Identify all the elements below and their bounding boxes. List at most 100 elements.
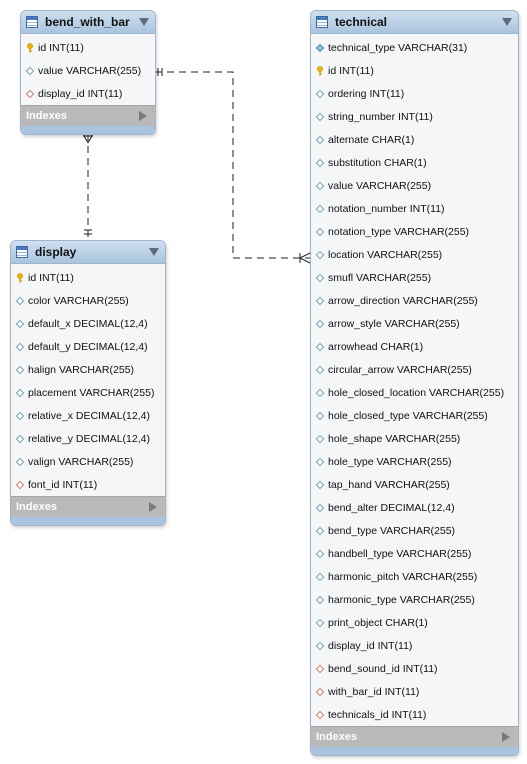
column-row[interactable]: notation_type VARCHAR(255): [311, 220, 518, 243]
table-bend-with-bar[interactable]: bend_with_bar id INT(11) value VARCHAR(25…: [20, 10, 156, 135]
column-row[interactable]: smufl VARCHAR(255): [311, 266, 518, 289]
column-diamond-icon: [315, 641, 325, 651]
column-row[interactable]: id INT(11): [21, 36, 155, 59]
column-row[interactable]: valign VARCHAR(255): [11, 450, 165, 473]
expand-arrow-icon[interactable]: [502, 732, 510, 742]
indexes-section[interactable]: Indexes: [11, 496, 165, 517]
column-label: bend_alter DECIMAL(12,4): [328, 501, 455, 514]
column-diamond-icon: [315, 296, 325, 306]
column-row[interactable]: arrow_direction VARCHAR(255): [311, 289, 518, 312]
column-label: display_id INT(11): [328, 639, 413, 652]
column-row[interactable]: tap_hand VARCHAR(255): [311, 473, 518, 496]
column-list: technical_type VARCHAR(31)id INT(11)orde…: [311, 34, 518, 726]
column-row[interactable]: color VARCHAR(255): [11, 289, 165, 312]
column-diamond-icon: [15, 319, 25, 329]
column-row[interactable]: bend_sound_id INT(11): [311, 657, 518, 680]
column-row[interactable]: hole_closed_location VARCHAR(255): [311, 381, 518, 404]
column-diamond-icon: [15, 388, 25, 398]
column-row[interactable]: harmonic_pitch VARCHAR(255): [311, 565, 518, 588]
column-label: bend_type VARCHAR(255): [328, 524, 456, 537]
column-label: hole_shape VARCHAR(255): [328, 432, 461, 445]
table-title: technical: [335, 15, 388, 29]
column-label: default_y DECIMAL(12,4): [28, 340, 148, 353]
expand-arrow-icon[interactable]: [149, 502, 157, 512]
column-label: harmonic_pitch VARCHAR(255): [328, 570, 478, 583]
column-row[interactable]: default_x DECIMAL(12,4): [11, 312, 165, 335]
column-diamond-icon: [315, 181, 325, 191]
column-row[interactable]: ordering INT(11): [311, 82, 518, 105]
column-label: id INT(11): [38, 41, 84, 54]
column-row[interactable]: harmonic_type VARCHAR(255): [311, 588, 518, 611]
column-row[interactable]: display_id INT(11): [21, 82, 155, 105]
column-label: relative_x DECIMAL(12,4): [28, 409, 150, 422]
column-row[interactable]: default_y DECIMAL(12,4): [11, 335, 165, 358]
table-technical[interactable]: technical technical_type VARCHAR(31)id I…: [310, 10, 519, 756]
column-row[interactable]: placement VARCHAR(255): [11, 381, 165, 404]
column-row[interactable]: value VARCHAR(255): [311, 174, 518, 197]
column-label: default_x DECIMAL(12,4): [28, 317, 148, 330]
column-row[interactable]: substitution CHAR(1): [311, 151, 518, 174]
column-list: id INT(11) value VARCHAR(255)display_id I…: [21, 34, 155, 105]
column-row[interactable]: value VARCHAR(255): [21, 59, 155, 82]
column-label: with_bar_id INT(11): [328, 685, 420, 698]
indexes-label: Indexes: [26, 110, 67, 122]
foreign-key-diamond-icon: [315, 710, 325, 720]
column-diamond-icon: [25, 66, 35, 76]
column-diamond-icon: [15, 342, 25, 352]
indexes-section[interactable]: Indexes: [21, 105, 155, 126]
column-row[interactable]: notation_number INT(11): [311, 197, 518, 220]
table-header[interactable]: display: [11, 241, 165, 264]
column-row[interactable]: technical_type VARCHAR(31): [311, 36, 518, 59]
column-row[interactable]: hole_shape VARCHAR(255): [311, 427, 518, 450]
column-diamond-icon: [15, 457, 25, 467]
indexes-section[interactable]: Indexes: [311, 726, 518, 747]
column-row[interactable]: arrowhead CHAR(1): [311, 335, 518, 358]
collapse-arrow-icon[interactable]: [502, 18, 512, 26]
column-row[interactable]: font_id INT(11): [11, 473, 165, 496]
column-row[interactable]: relative_x DECIMAL(12,4): [11, 404, 165, 427]
column-label: hole_closed_location VARCHAR(255): [328, 386, 505, 399]
expand-arrow-icon[interactable]: [139, 111, 147, 121]
column-label: id INT(11): [28, 271, 74, 284]
column-diamond-icon: [315, 204, 325, 214]
column-row[interactable]: alternate CHAR(1): [311, 128, 518, 151]
column-label: circular_arrow VARCHAR(255): [328, 363, 472, 376]
collapse-arrow-icon[interactable]: [149, 248, 159, 256]
column-row[interactable]: circular_arrow VARCHAR(255): [311, 358, 518, 381]
column-diamond-icon: [315, 411, 325, 421]
column-row[interactable]: bend_alter DECIMAL(12,4): [311, 496, 518, 519]
column-row[interactable]: arrow_style VARCHAR(255): [311, 312, 518, 335]
column-row[interactable]: location VARCHAR(255): [311, 243, 518, 266]
column-label: relative_y DECIMAL(12,4): [28, 432, 150, 445]
foreign-key-diamond-icon: [15, 480, 25, 490]
column-row[interactable]: string_number INT(11): [311, 105, 518, 128]
column-row[interactable]: id INT(11): [311, 59, 518, 82]
column-diamond-icon: [315, 43, 325, 53]
column-row[interactable]: id INT(11): [11, 266, 165, 289]
column-diamond-icon: [315, 158, 325, 168]
column-row[interactable]: technicals_id INT(11): [311, 703, 518, 726]
table-display[interactable]: display id INT(11) color VARCHAR(255) defa…: [10, 240, 166, 526]
column-row[interactable]: bend_type VARCHAR(255): [311, 519, 518, 542]
table-icon: [316, 16, 328, 28]
column-row[interactable]: hole_type VARCHAR(255): [311, 450, 518, 473]
column-row[interactable]: with_bar_id INT(11): [311, 680, 518, 703]
column-row[interactable]: halign VARCHAR(255): [11, 358, 165, 381]
column-diamond-icon: [315, 365, 325, 375]
collapse-arrow-icon[interactable]: [139, 18, 149, 26]
table-header[interactable]: bend_with_bar: [21, 11, 155, 34]
column-row[interactable]: handbell_type VARCHAR(255): [311, 542, 518, 565]
column-diamond-icon: [315, 618, 325, 628]
column-diamond-icon: [315, 595, 325, 605]
column-label: hole_type VARCHAR(255): [328, 455, 452, 468]
column-label: bend_sound_id INT(11): [328, 662, 438, 675]
column-row[interactable]: print_object CHAR(1): [311, 611, 518, 634]
table-header[interactable]: technical: [311, 11, 518, 34]
column-diamond-icon: [315, 480, 325, 490]
column-row[interactable]: hole_closed_type VARCHAR(255): [311, 404, 518, 427]
column-row[interactable]: display_id INT(11): [311, 634, 518, 657]
primary-key-icon: [15, 272, 25, 283]
table-title: bend_with_bar: [45, 15, 130, 29]
column-row[interactable]: relative_y DECIMAL(12,4): [11, 427, 165, 450]
